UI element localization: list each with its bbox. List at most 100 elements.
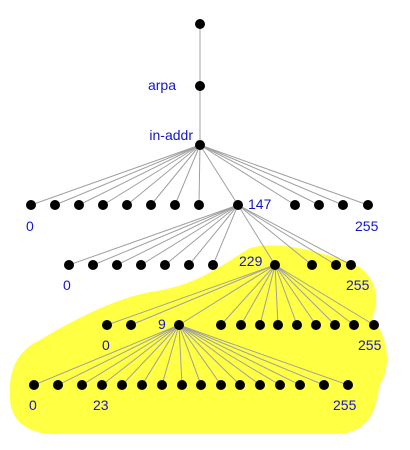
tree-node (102, 320, 112, 330)
tree-node (319, 380, 329, 390)
tree-node (307, 260, 317, 270)
tree-node (363, 200, 373, 210)
tree-node (97, 380, 107, 390)
tree-node (137, 380, 147, 390)
tree-edge (78, 144, 201, 206)
tree-edge (92, 204, 239, 266)
tree-node (196, 380, 206, 390)
tree-edge (259, 264, 276, 326)
tree-node (255, 380, 265, 390)
tree-node (194, 200, 204, 210)
tree-edge (274, 264, 298, 326)
tree-node (50, 200, 60, 210)
tree-node (330, 320, 340, 330)
tree-node (216, 320, 226, 330)
tree-edge (199, 144, 296, 206)
tree-edge (174, 144, 201, 206)
tree-node (295, 380, 305, 390)
tree-node (236, 320, 246, 330)
tree-node (174, 320, 184, 330)
tree-edge (220, 264, 276, 326)
tree-edge (274, 264, 336, 326)
tree-node (184, 260, 194, 270)
tree-edge (116, 204, 239, 266)
tree-edge (178, 324, 325, 386)
level5-mid-label: 9 (158, 316, 166, 332)
level6-mid-label: 23 (93, 397, 109, 413)
tree-node (98, 200, 108, 210)
tree-edge (57, 324, 180, 386)
tree-edge (178, 324, 349, 386)
tree-edge (178, 324, 183, 386)
level5-left-label: 0 (102, 337, 110, 353)
level4-mid-label: 229 (239, 253, 263, 269)
tree-edge (33, 324, 180, 386)
tree-edge (240, 264, 276, 326)
tree-edge (102, 144, 201, 206)
tree-edge (101, 324, 180, 386)
tree-edge (178, 324, 222, 386)
tree-edge (140, 204, 239, 266)
tree-node (122, 200, 132, 210)
tree-edge (237, 204, 313, 266)
tree-edge (126, 144, 201, 206)
tree-edge (81, 324, 180, 386)
tree-node (136, 260, 146, 270)
tree-edge (237, 204, 337, 266)
root-node (195, 19, 205, 29)
tree-node (112, 260, 122, 270)
tree-edges (30, 24, 375, 386)
tree-edge (178, 324, 301, 386)
tree-node (369, 320, 379, 330)
tree-edge (54, 144, 201, 206)
level3-right-label: 255 (355, 218, 379, 234)
tree-edge (106, 264, 276, 326)
tree-node (53, 380, 63, 390)
tree-nodes (26, 19, 379, 390)
tree-edge (274, 264, 279, 326)
tree-node (177, 380, 187, 390)
arpa-label: arpa (148, 77, 176, 93)
in-addr-label: in-addr (149, 127, 193, 143)
tree-edge (150, 144, 201, 206)
tree-node (29, 380, 39, 390)
tree-edge (188, 204, 239, 266)
tree-node (311, 320, 321, 330)
tree-node (88, 260, 98, 270)
tree-node (331, 260, 341, 270)
tree-node (275, 380, 285, 390)
tree-node (126, 320, 136, 330)
tree-edge (178, 324, 281, 386)
tree-node (235, 380, 245, 390)
level6-left-label: 0 (29, 397, 37, 413)
tree-node (26, 200, 36, 210)
tree-node (270, 260, 280, 270)
level5-right-label: 255 (358, 337, 382, 353)
tree-node (255, 320, 265, 330)
tree-node (349, 320, 359, 330)
tree-edge (130, 264, 276, 326)
tree-edge (178, 324, 261, 386)
tree-node (117, 380, 127, 390)
tree-edge (198, 144, 201, 206)
tree-node (292, 320, 302, 330)
tree-node (273, 320, 283, 330)
level6-right-label: 255 (333, 397, 357, 413)
tree-node (338, 200, 348, 210)
tree-edge (274, 264, 317, 326)
level3-left-label: 0 (26, 218, 34, 234)
tree-edge (161, 324, 180, 386)
tree-edge (199, 144, 369, 206)
tree-edge (178, 324, 202, 386)
tree-node (216, 380, 226, 390)
tree-edge (30, 144, 201, 206)
tree-node (343, 380, 353, 390)
tree-node (64, 260, 74, 270)
tree-edge (68, 204, 239, 266)
tree-edge (178, 264, 276, 326)
tree-node (146, 200, 156, 210)
tree-edge (274, 264, 375, 326)
tree-node (74, 200, 84, 210)
tree-edge (178, 324, 241, 386)
